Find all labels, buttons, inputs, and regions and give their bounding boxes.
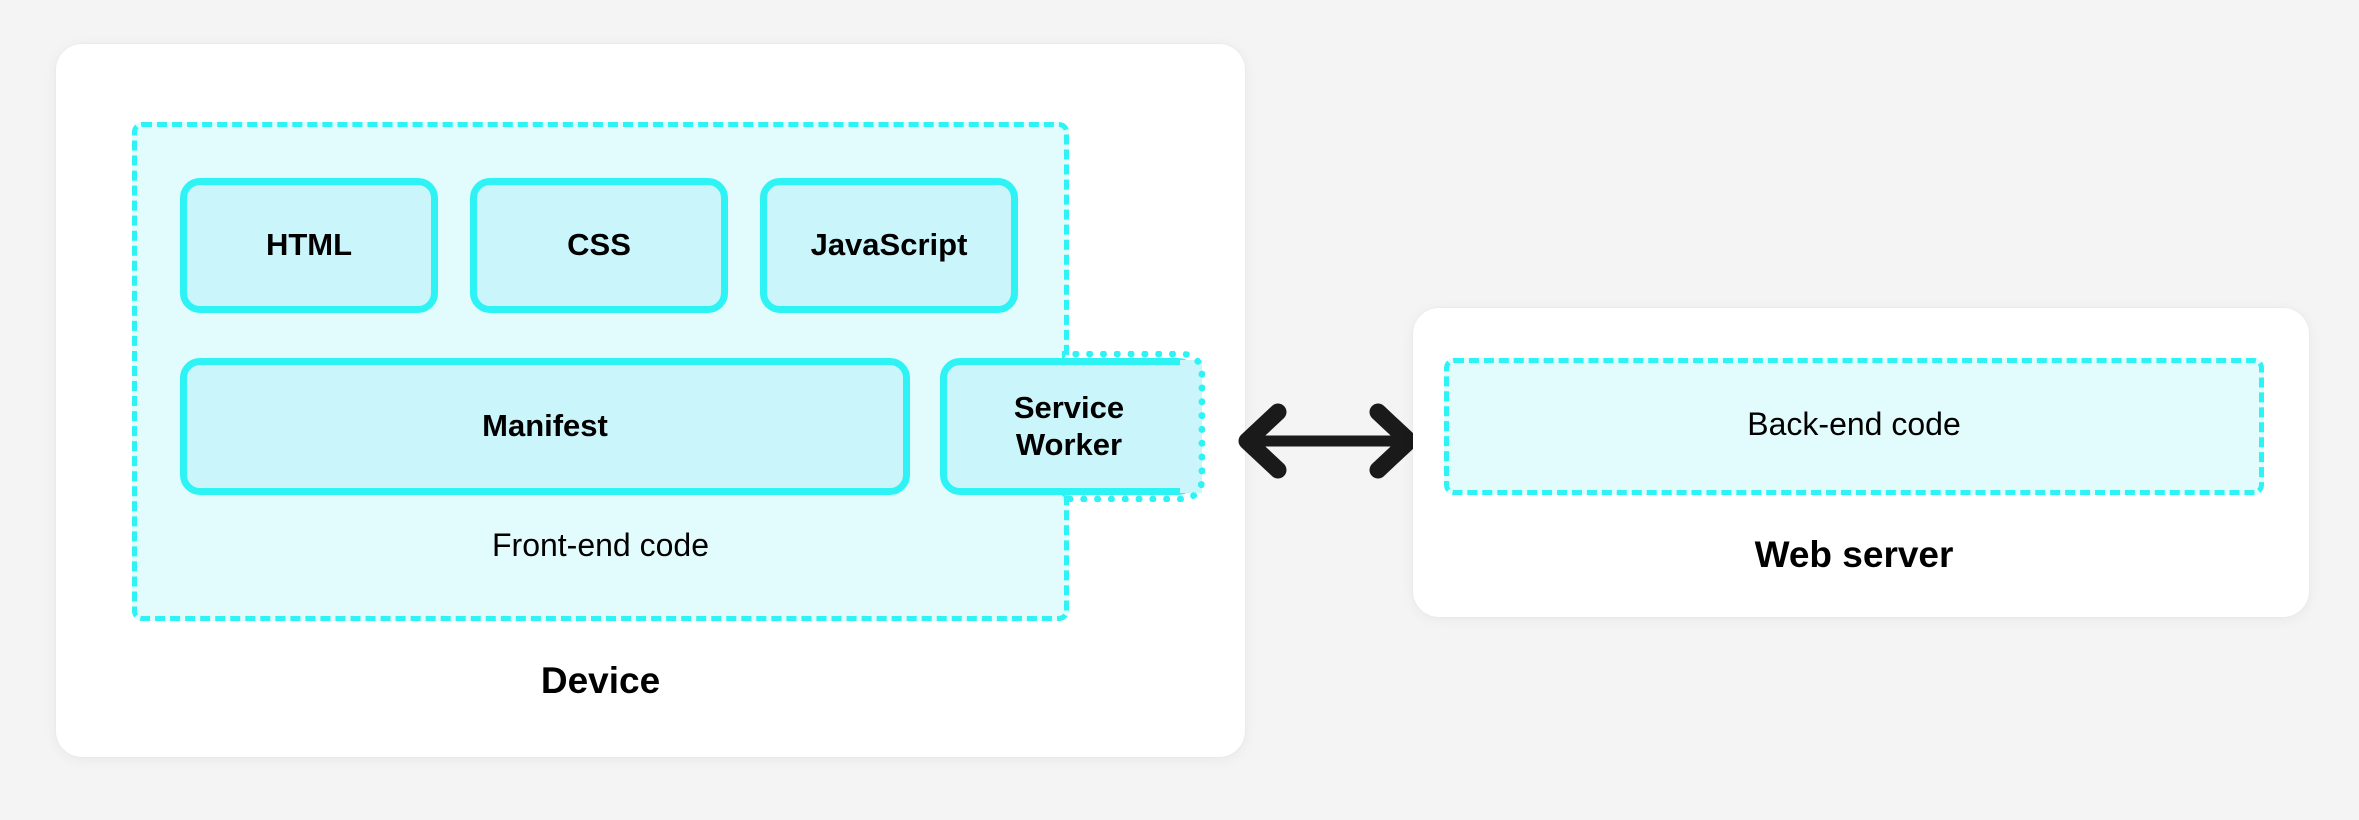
manifest-box[interactable]: Manifest: [180, 358, 910, 495]
service-worker-label-line2: Worker: [1015, 426, 1123, 462]
service-worker-box[interactable]: Service Worker: [940, 358, 1198, 495]
javascript-box[interactable]: JavaScript: [760, 178, 1018, 313]
backend-code-label: Back-end code: [1747, 406, 1961, 442]
html-box[interactable]: HTML: [180, 178, 438, 313]
backend-code-group[interactable]: [1444, 358, 2264, 495]
web-server-caption: Web server: [1754, 534, 1954, 575]
frontend-code-caption: Front-end code: [491, 527, 709, 563]
device-caption: Device: [540, 660, 661, 701]
bidirectional-arrow-icon: [1238, 403, 1418, 479]
service-worker-label-line1: Service: [1013, 389, 1125, 425]
css-box[interactable]: CSS: [470, 178, 728, 313]
